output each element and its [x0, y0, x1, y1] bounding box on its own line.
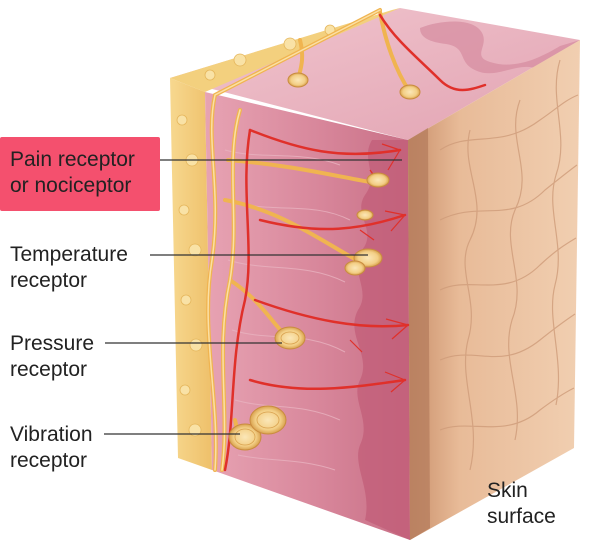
pain-label-highlight [0, 137, 160, 211]
temperature-label-line-1: Temperature [10, 243, 128, 266]
skin-surface-label-line-1: Skin [487, 479, 528, 502]
vibration-label-line-2: receptor [10, 449, 88, 472]
epidermis-edge [354, 140, 410, 540]
skin-surface-face [408, 40, 580, 540]
pain-receptor-label: Pain receptor or nociceptor [10, 147, 135, 199]
pressure-label-line-2: receptor [10, 358, 88, 381]
vibration-label-line-1: Vibration [10, 423, 93, 446]
leader-lines [104, 159, 402, 435]
pressure-label-line-1: Pressure [10, 332, 95, 355]
pain-label-line-2: or nociceptor [10, 174, 132, 197]
skin-surface-label: Skin surface [487, 478, 556, 530]
skin-surface-label-line-2: surface [487, 505, 556, 528]
pressure-receptor-label: Pressure receptor [10, 331, 94, 383]
pain-label-line-1: Pain receptor [10, 148, 135, 171]
vibration-receptor-label: Vibration receptor [10, 422, 93, 474]
vibration-receptor-bulb [228, 423, 262, 451]
pain-receptor-bulb [366, 172, 390, 188]
top-receptor-bulb [287, 72, 309, 88]
temperature-label-line-2: receptor [10, 269, 88, 292]
temperature-receptor-label: Temperature receptor [10, 242, 128, 294]
pressure-receptor-bulb [274, 326, 306, 350]
fat-layer [170, 78, 212, 470]
